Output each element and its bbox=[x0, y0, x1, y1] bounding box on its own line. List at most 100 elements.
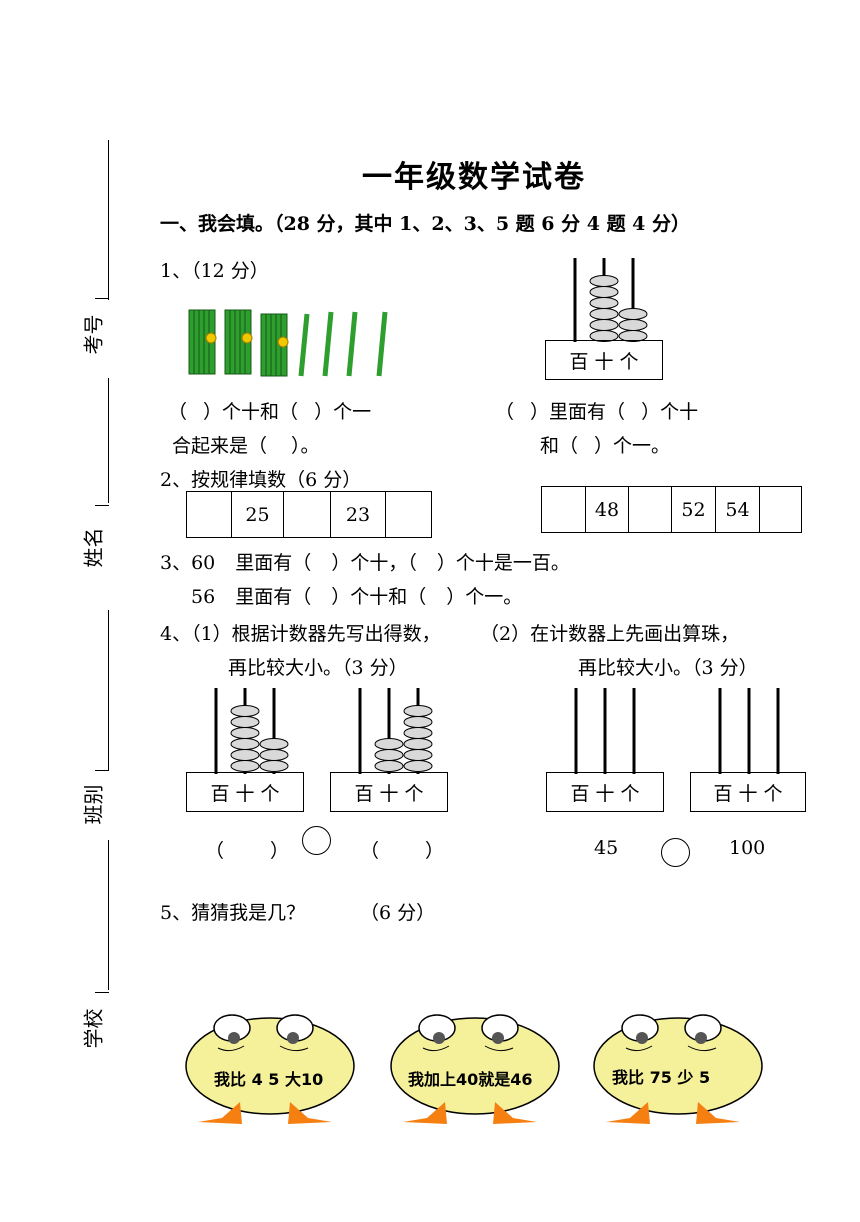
page-title: 一年级数学试卷 bbox=[362, 160, 586, 195]
chick-1-illustration bbox=[185, 1014, 355, 1124]
abacus-c-rods[interactable] bbox=[546, 688, 666, 774]
underline bbox=[95, 992, 109, 993]
question-2-label: 2、按规律填数（6 分） bbox=[160, 469, 362, 491]
question-4-left-line1: 4、（1）根据计数器先写出得数， bbox=[160, 623, 441, 645]
abacus-bead bbox=[403, 705, 433, 717]
abacus-d-rods[interactable] bbox=[690, 688, 810, 774]
sequence-cell: 48 bbox=[586, 487, 629, 532]
school-label: 学校 bbox=[81, 1008, 106, 1049]
number-sequence-row-1: 25 23 bbox=[186, 491, 432, 538]
abacus-bead bbox=[403, 727, 433, 739]
abacus-place-labels: 百 十 个 bbox=[330, 772, 448, 812]
abacus-bead bbox=[259, 749, 289, 761]
sequence-cell[interactable] bbox=[629, 487, 672, 532]
abacus-bead bbox=[374, 738, 404, 750]
binding-line bbox=[108, 378, 109, 503]
q1-left-line2: 合起来是（ ）。 bbox=[172, 435, 320, 457]
q1-right-line2: 和（ ）个一。 bbox=[540, 435, 671, 457]
abacus-b-rods bbox=[358, 688, 433, 774]
underline bbox=[95, 505, 109, 506]
chick-3-illustration bbox=[593, 1014, 763, 1124]
question-1-label: 1、（12 分） bbox=[160, 260, 269, 282]
q1-abacus-rods bbox=[573, 258, 648, 342]
compare-circle-right[interactable] bbox=[661, 838, 690, 867]
abacus-place-labels: 百 十 个 bbox=[546, 772, 664, 812]
sequence-cell[interactable] bbox=[284, 492, 331, 537]
number-sequence-row-2: 48 52 54 bbox=[541, 486, 802, 533]
answer-blank-right[interactable]: （ ） bbox=[360, 840, 445, 862]
sequence-cell[interactable] bbox=[386, 492, 430, 537]
name-label: 姓名 bbox=[81, 527, 106, 568]
abacus-bead bbox=[589, 275, 619, 287]
abacus-bead bbox=[618, 319, 648, 331]
sequence-cell: 23 bbox=[331, 492, 386, 537]
question-4-right-line1: （2）在计数器上先画出算珠， bbox=[480, 623, 740, 645]
abacus-bead bbox=[403, 760, 433, 772]
question-5-points: （6 分） bbox=[360, 902, 436, 924]
question-5-text: 5、猜猜我是几？ bbox=[160, 902, 306, 924]
place-labels-text: 百 十 个 bbox=[354, 782, 424, 805]
answer-blank-left[interactable]: （ ） bbox=[205, 840, 290, 862]
abacus-bead bbox=[230, 760, 260, 772]
q1-right-line1: （ ）里面有（ ）个十 bbox=[495, 401, 699, 423]
binding-line bbox=[108, 140, 109, 300]
abacus-bead bbox=[230, 749, 260, 761]
abacus-bead bbox=[374, 760, 404, 772]
section-heading: 一、我会填。（28 分，其中 1、2、3、5 题 6 分 4 题 4 分） bbox=[160, 213, 691, 235]
sequence-cell[interactable] bbox=[187, 492, 232, 537]
abacus-bead bbox=[403, 738, 433, 750]
compare-circle-left[interactable] bbox=[302, 826, 331, 855]
single-stick-icon bbox=[376, 311, 388, 377]
compare-value-left: 45 bbox=[594, 837, 619, 859]
underline bbox=[95, 770, 109, 771]
abacus-bead bbox=[403, 749, 433, 761]
single-stick-icon bbox=[346, 311, 358, 377]
chick-1-clue: 我比 4 5 大10 bbox=[214, 1070, 324, 1089]
abacus-bead bbox=[618, 308, 648, 320]
abacus-bead bbox=[589, 319, 619, 331]
sequence-cell[interactable] bbox=[760, 487, 800, 532]
chick-2-illustration bbox=[390, 1014, 560, 1124]
abacus-bead bbox=[589, 297, 619, 309]
single-stick-icon bbox=[322, 311, 334, 377]
exam-number-label: 考号 bbox=[81, 314, 106, 355]
question-5-label: 5、猜猜我是几？ bbox=[160, 898, 305, 925]
abacus-bead bbox=[259, 738, 289, 750]
abacus-bead bbox=[589, 286, 619, 298]
underline bbox=[95, 298, 109, 299]
sequence-cell: 25 bbox=[232, 492, 284, 537]
binding-line bbox=[108, 840, 109, 990]
abacus-bead bbox=[230, 727, 260, 739]
abacus-bead bbox=[230, 738, 260, 750]
question-3-line2: 56 里面有（ ）个十和（ ）个一。 bbox=[191, 586, 523, 608]
abacus-place-labels: 百 十 个 bbox=[545, 340, 663, 380]
bundle-of-ten-icon bbox=[260, 313, 289, 377]
chick-2-clue: 我加上40就是46 bbox=[408, 1070, 533, 1089]
abacus-a-rods bbox=[214, 688, 289, 774]
chick-3-clue: 我比 75 少 5 bbox=[612, 1068, 711, 1087]
abacus-bead bbox=[230, 705, 260, 717]
question-4-left-line2: 再比较大小。（3 分） bbox=[228, 657, 408, 679]
abacus-place-labels: 百 十 个 bbox=[186, 772, 304, 812]
place-labels-text: 百 十 个 bbox=[713, 782, 783, 805]
question-3-line1: 3、60 里面有（ ）个十，（ ）个十是一百。 bbox=[160, 552, 570, 574]
stick-bundles-illustration bbox=[188, 309, 388, 377]
compare-value-right: 100 bbox=[729, 837, 766, 859]
sequence-cell: 54 bbox=[716, 487, 760, 532]
abacus-bead bbox=[589, 308, 619, 320]
place-labels-text: 百 十 个 bbox=[570, 782, 640, 805]
place-labels-text: 百 十 个 bbox=[569, 350, 639, 373]
abacus-bead bbox=[230, 716, 260, 728]
abacus-bead bbox=[259, 760, 289, 772]
binding-line bbox=[108, 610, 109, 770]
sequence-cell: 52 bbox=[672, 487, 716, 532]
sequence-cell[interactable] bbox=[542, 487, 586, 532]
single-stick-icon bbox=[298, 313, 310, 377]
bundle-of-ten-icon bbox=[188, 309, 217, 375]
place-labels-text: 百 十 个 bbox=[210, 782, 280, 805]
abacus-bead bbox=[374, 749, 404, 761]
question-4-right-line2: 再比较大小。（3 分） bbox=[578, 657, 758, 679]
q1-left-line1: （ ）个十和（ ）个一 bbox=[168, 401, 372, 423]
class-label: 班别 bbox=[81, 784, 106, 825]
abacus-place-labels: 百 十 个 bbox=[690, 772, 806, 812]
